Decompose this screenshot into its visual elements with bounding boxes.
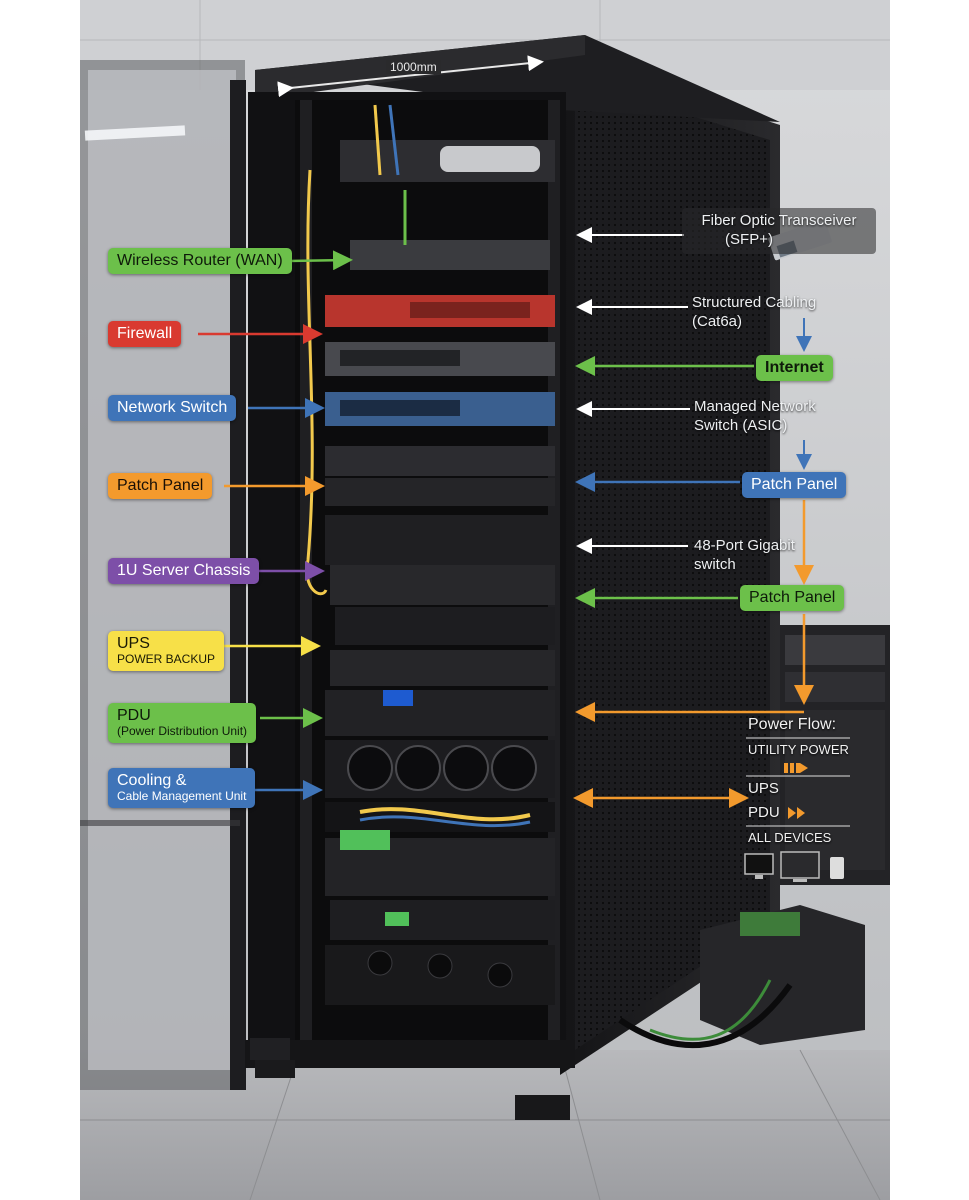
monitor-icon [744, 853, 774, 879]
label-network-switch: Network Switch [108, 395, 237, 422]
floor-power-unit [618, 905, 865, 1049]
label-patch-panel-blue: Patch Panel [742, 472, 847, 499]
background-equipment [780, 625, 890, 885]
label-server-chassis: 1U Server Chassis [108, 558, 260, 585]
power-flow-devices: ALL DEVICES [748, 830, 832, 845]
power-flow-ups: UPS [748, 780, 779, 797]
label-structured-cabling: Structured Cabling (Cat6a) [692, 294, 817, 330]
device-icon [830, 857, 844, 879]
label-patch-panel: Patch Panel [108, 473, 213, 500]
power-flow-title: Power Flow: [748, 716, 837, 733]
label-managed-switch: Managed Network Switch (ASIC) [694, 398, 816, 434]
label-internet: Internet [756, 355, 833, 382]
label-wireless-router: Wireless Router (WAN) [108, 248, 292, 275]
power-flow-utility: UTILITY POWER [748, 742, 849, 757]
dimension-label: 1000mm [386, 60, 441, 74]
rack-units [305, 104, 555, 1005]
power-flow-graphics [744, 737, 850, 882]
left-callout-arrows [198, 250, 353, 800]
server-icon [780, 851, 820, 882]
label-firewall: Firewall [108, 321, 182, 348]
power-flow-pdu: PDU [748, 804, 780, 821]
label-cooling: Cooling &Cable Management Unit [108, 768, 256, 809]
right-callout-arrows [573, 227, 814, 808]
label-gigabit-switch: 48-Port Gigabit switch [694, 537, 795, 573]
label-pdu: PDU(Power Distribution Unit) [108, 703, 257, 744]
dimension-arrow [277, 55, 544, 98]
arrow-wireless-router [287, 250, 353, 271]
label-fiber-transceiver: Fiber Optic Transceiver (SFP+) [682, 208, 876, 254]
label-patch-panel-green: Patch Panel [740, 585, 845, 612]
